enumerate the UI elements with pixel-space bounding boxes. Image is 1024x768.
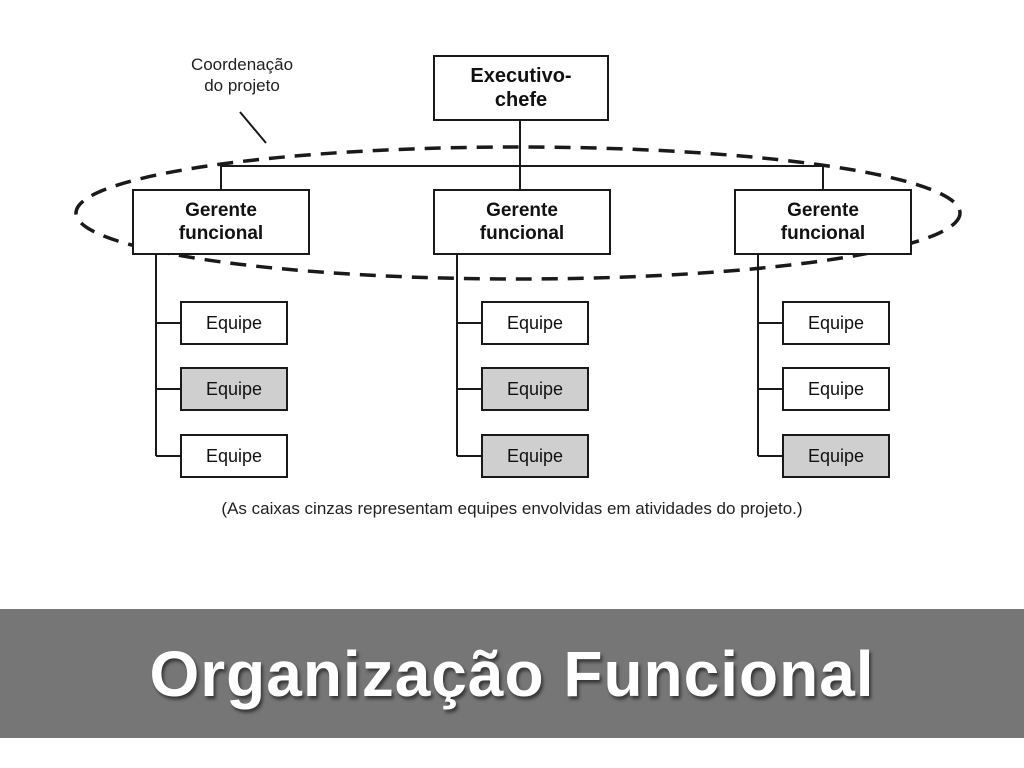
executive-box: Executivo- chefe <box>433 55 609 121</box>
coordination-label: Coordenação do projeto <box>190 55 294 95</box>
team-box: Equipe <box>180 434 288 478</box>
team-box: Equipe <box>481 434 589 478</box>
title-bar: Organização Funcional <box>0 609 1024 738</box>
team-box: Equipe <box>180 301 288 345</box>
manager-box-1: Gerente funcional <box>132 189 310 255</box>
team-box: Equipe <box>180 367 288 411</box>
team-box: Equipe <box>481 301 589 345</box>
coordination-ellipse <box>74 145 962 281</box>
team-box: Equipe <box>782 301 890 345</box>
coordination-pointer <box>239 111 267 144</box>
manager-box-3: Gerente funcional <box>734 189 912 255</box>
team-box: Equipe <box>782 434 890 478</box>
org-chart-connectors <box>74 111 962 457</box>
slide-title: Organização Funcional <box>149 637 875 710</box>
diagram-caption: (As caixas cinzas representam equipes en… <box>221 499 803 518</box>
manager-box-2: Gerente funcional <box>433 189 611 255</box>
team-box: Equipe <box>782 367 890 411</box>
team-box: Equipe <box>481 367 589 411</box>
